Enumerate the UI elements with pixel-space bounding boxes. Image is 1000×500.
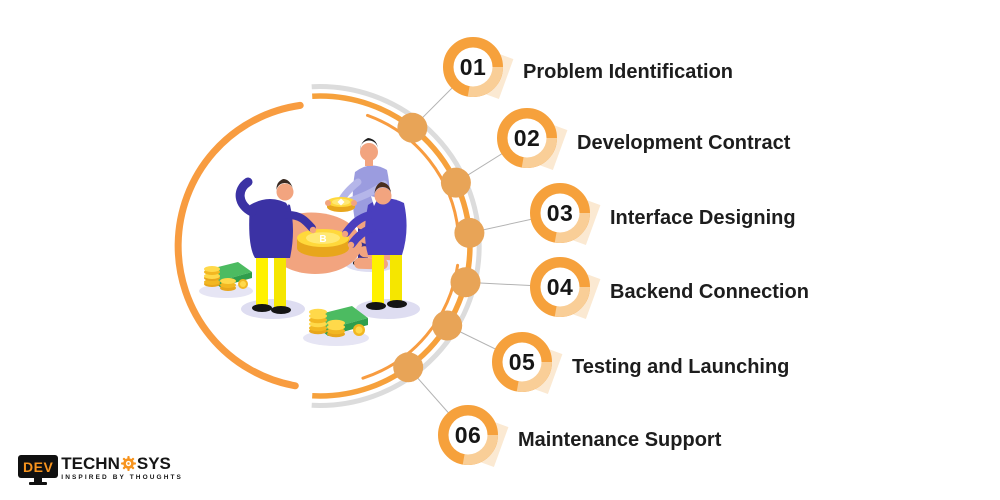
gear-icon [120,456,136,471]
bitcoin-symbol: B [319,234,326,245]
step-number: 04 [546,273,574,300]
step-label: Backend Connection [610,280,809,303]
step-number-circle: 02 [496,107,568,179]
step-number: 05 [508,348,536,375]
step-ring-icon [492,332,563,394]
bitcoin-coin-icon: B [297,229,349,257]
process-node [440,167,471,198]
step-number: 06 [454,421,482,448]
step-row: 06 Maintenance Support [437,404,721,476]
step-label: Interface Designing [610,206,796,229]
step-ring-icon [530,183,601,245]
logo-main: TECHN SYS INSPIRED BY THOUGHTS [61,455,183,481]
logo-dev-badge: DEV [18,455,59,478]
logo: DEV TECHN SYS [18,455,183,485]
logo-text-left: TECHN [61,454,120,473]
step-number-circle: 06 [437,404,509,476]
step-label: Testing and Launching [572,355,790,378]
process-nodes [393,112,485,383]
crypto-people-illustration: B [199,138,420,346]
logo-text-right: SYS [136,454,171,473]
step-ring-icon [497,108,568,170]
logo-tagline: INSPIRED BY THOUGHTS [61,474,183,481]
process-node [432,310,463,341]
person-right [341,182,407,310]
inner-ring-swoosh-top [366,113,460,233]
step-ring-icon [530,257,601,319]
logo-monitor-stand [34,478,43,482]
process-node [397,112,428,143]
step-number: 01 [459,53,487,80]
step-number-circle: 05 [491,331,563,403]
step-ring-icon [438,405,509,467]
step-label: Development Contract [577,131,791,154]
step-row: 05 Testing and Launching [491,331,789,403]
person-left [235,177,317,314]
money-pile-icon [309,306,368,338]
step-number: 02 [513,124,541,151]
ethereum-coin-icon [325,197,357,212]
step-number: 03 [546,199,574,226]
process-node [454,217,485,248]
step-number-circle: 04 [529,256,601,328]
step-number-circle: 01 [442,36,514,108]
logo-monitor: DEV [18,455,59,485]
logo-monitor-base [29,482,48,485]
step-row: 03 Interface Designing [529,182,796,254]
step-row: 01 Problem Identification [442,36,733,108]
step-row: 02 Development Contract [496,107,790,179]
step-row: 04 Backend Connection [529,256,809,328]
step-number-circle: 03 [529,182,601,254]
inner-ring-arc [174,101,304,390]
process-node [450,267,481,298]
process-node [393,352,424,383]
band-gray-arc [311,84,482,408]
step-label: Maintenance Support [518,428,722,451]
step-ring-icon [443,37,514,99]
money-pile-icon [204,262,252,291]
step-label: Problem Identification [523,60,734,83]
